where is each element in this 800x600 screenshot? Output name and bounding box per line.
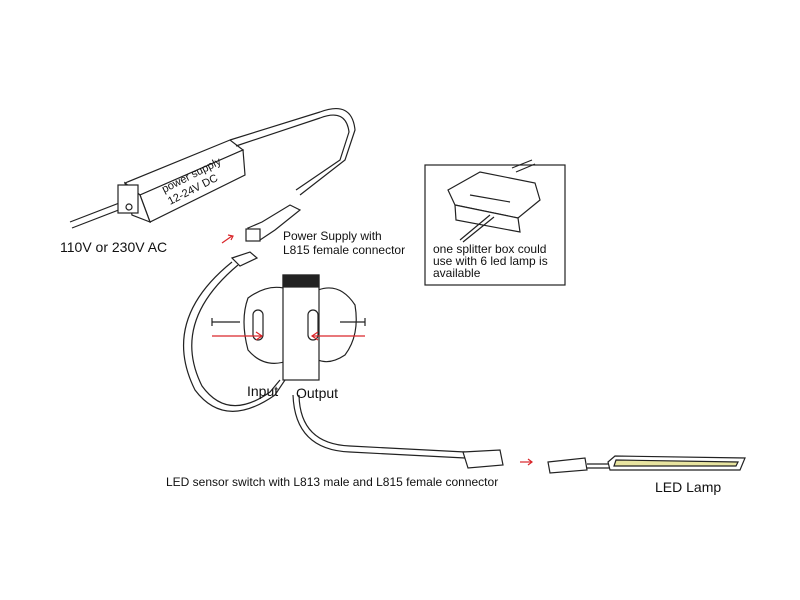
ps-connector-label-1: Power Supply with: [283, 229, 382, 243]
led-lamp: [607, 455, 746, 471]
splitter-label-3: available: [433, 266, 481, 280]
lamp-male-connector: [547, 457, 588, 474]
sensor-switch-label: LED sensor switch with L813 male and L81…: [166, 475, 499, 489]
power-supply-box: [117, 139, 246, 224]
connect-arrow-1: [221, 235, 233, 244]
splitter-label-1: one splitter box could: [433, 242, 547, 256]
dc-cable: [229, 108, 356, 196]
led-lamp-label: LED Lamp: [655, 479, 722, 495]
splitter-label-2: use with 6 led lamp is: [433, 254, 548, 268]
output-label: Output: [296, 385, 339, 401]
screw-left-icon: [211, 318, 240, 326]
ps-female-connector: [245, 204, 302, 242]
ps-connector-label-2: L815 female connector: [283, 243, 406, 257]
ac-input-label: 110V or 230V AC: [60, 239, 168, 255]
sensor-switch: [243, 274, 357, 381]
splitter-box: [447, 159, 541, 243]
input-male-connector: [230, 251, 259, 267]
output-cable: [292, 394, 466, 459]
input-label: Input: [247, 383, 279, 399]
output-female-connector: [462, 449, 504, 469]
screw-right-icon: [340, 318, 366, 326]
input-cable: [182, 261, 286, 412]
